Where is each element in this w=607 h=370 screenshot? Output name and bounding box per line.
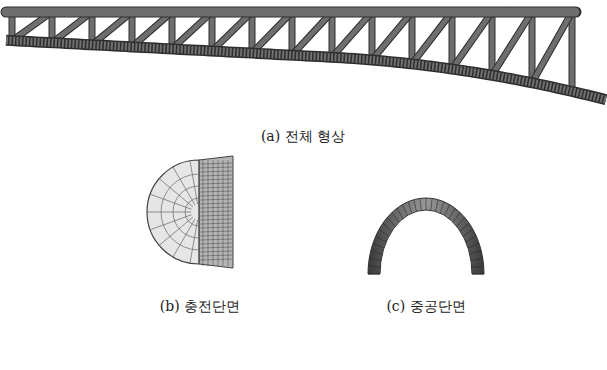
truss-member [452,12,492,69]
mesh-line [471,258,483,261]
mesh-line [387,218,395,227]
mesh-line [147,212,191,213]
truss-model [6,12,606,100]
mesh-line [414,200,417,212]
mesh-line [150,215,191,230]
filled-section [147,156,233,268]
truss-member [252,12,292,53]
mesh-line [436,200,439,212]
mesh-line [453,213,460,223]
mesh-line [440,202,444,213]
mesh-line [228,160,229,266]
mesh-line [159,179,193,207]
mesh-line [431,198,432,210]
truss-member [492,12,532,75]
mesh-line [472,266,484,267]
truss-member [6,7,576,18]
truss-member [412,12,452,64]
mesh-line [445,205,450,216]
mesh-line [368,274,380,275]
mesh-line [190,161,198,204]
figure-caption: (c) 중공단면 [386,298,465,315]
mesh-line [369,258,381,261]
truss-member [569,12,576,91]
mesh-line [376,236,386,242]
mesh-line [472,274,484,275]
truss-member [172,12,212,49]
mesh-line [379,229,389,236]
truss-member [570,12,575,91]
truss-member [332,12,372,57]
mesh-line [150,194,191,209]
hollow-section [368,198,484,274]
truss-member [452,12,492,69]
mesh-line [457,218,465,227]
mesh-line [466,236,476,242]
mesh-line [420,198,421,210]
mesh-line [223,160,224,266]
truss-member [412,12,452,64]
mesh-line [397,208,403,218]
mesh-line [408,202,412,213]
mesh-line [213,160,214,266]
mesh-line [392,213,399,223]
mesh-line [383,223,392,231]
figure-caption: (b) 충전단면 [160,298,240,315]
mesh-line [373,243,384,248]
truss-member [172,12,212,49]
mesh-line [460,223,469,231]
mesh-line [173,219,195,257]
mesh-line [470,251,482,255]
truss-member [492,12,532,75]
truss-member [292,12,332,55]
mesh-line [199,160,200,264]
mesh-line [468,243,479,248]
mesh-line [190,220,198,263]
mesh-line [402,205,407,216]
truss-member [530,12,535,83]
truss-member [332,12,372,57]
truss-member [252,12,292,53]
truss-member [292,12,332,55]
truss-member [212,12,252,51]
figure-caption: (a) 전체 형상 [261,128,345,145]
mesh-line [368,266,380,267]
truss-member [372,12,412,60]
truss-member [490,12,495,75]
mesh-line [203,160,204,266]
truss-member [532,12,572,83]
truss-member [6,40,606,99]
truss-member [532,12,572,83]
mesh-line [463,229,473,236]
truss-member [212,12,252,51]
truss-member [6,8,576,17]
truss-member [372,12,412,60]
mesh-line [208,160,209,266]
mesh-line [218,160,219,266]
mesh-line [426,198,427,210]
mesh-line [371,251,383,255]
mesh-line [449,208,455,218]
truss-member [6,40,606,99]
